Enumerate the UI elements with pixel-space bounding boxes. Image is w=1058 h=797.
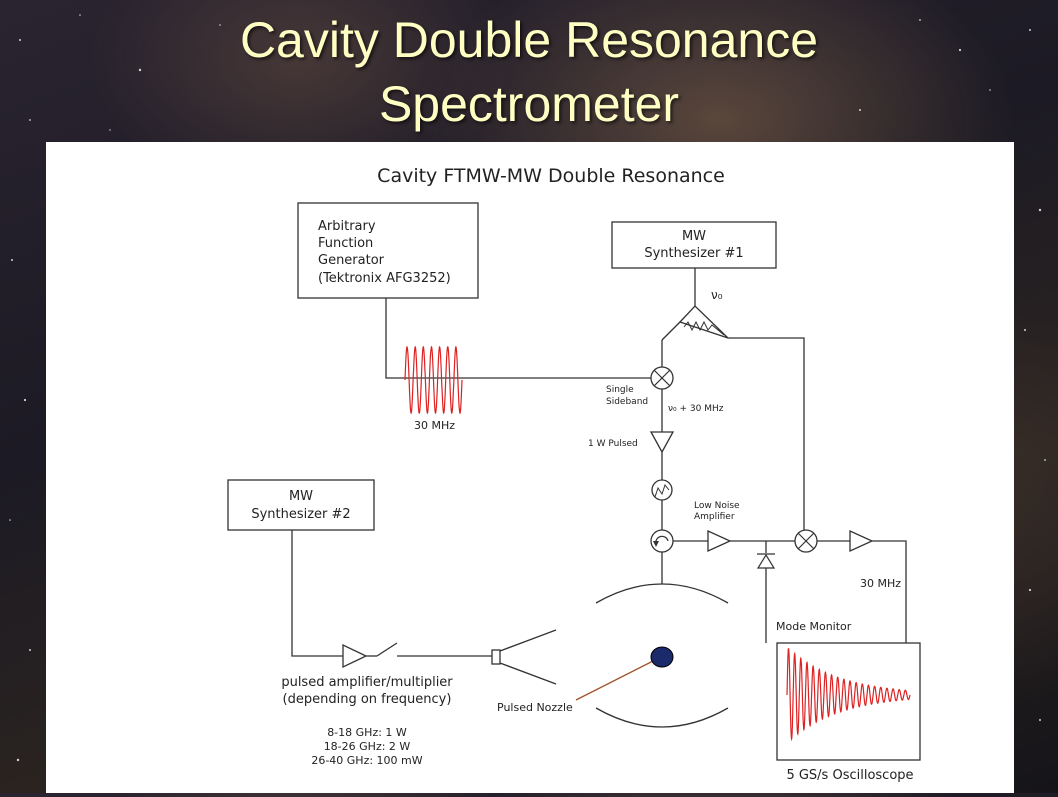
pulsed-amp-label-2: (depending on frequency)	[283, 692, 452, 707]
slide-title: Cavity Double Resonance Spectrometer	[0, 8, 1058, 136]
slide-title-line1: Cavity Double Resonance	[239, 12, 819, 68]
pulsed-amplifier-multiplier-icon	[342, 643, 368, 669]
downconversion-mixer-icon	[794, 529, 818, 553]
synth2-line1: MW	[289, 489, 313, 504]
power-spec-1: 8-18 GHz: 1 W	[327, 726, 407, 739]
if-amplifier-icon	[849, 529, 874, 553]
diagram-title: Cavity FTMW-MW Double Resonance	[377, 165, 725, 187]
freq-30mhz-out-label: 30 MHz	[860, 577, 901, 590]
oscilloscope-label: 5 GS/s Oscilloscope	[786, 768, 913, 783]
afg-line2: Function	[318, 236, 373, 251]
afg-line4: (Tektronix AFG3252)	[318, 271, 451, 286]
wiring	[291, 268, 907, 685]
cavity-mirror-bottom	[595, 707, 729, 728]
pulsed-amp-label-1: pulsed amplifier/multiplier	[281, 675, 453, 690]
freq-30mhz-afg-label: 30 MHz	[414, 419, 455, 432]
lna-label-1: Low Noise	[694, 501, 740, 511]
afg-line1: Arbitrary	[318, 219, 376, 234]
diagram-panel: Cavity FTMW-MW Double Resonance	[46, 142, 1014, 793]
afg-30mhz-burst-trace	[404, 345, 463, 415]
synth2-box: MW Synthesizer #2	[227, 479, 375, 531]
nozzle-rod	[575, 659, 656, 701]
single-sideband-mixer-icon	[650, 366, 674, 390]
power-spec-3: 26-40 GHz: 100 mW	[311, 754, 422, 767]
nu0-plus-label: ν₀ + 30 MHz	[668, 404, 724, 414]
synth1-line1: MW	[682, 229, 706, 244]
fid-signal-trace	[786, 648, 911, 742]
synth1-box: MW Synthesizer #1	[611, 221, 777, 269]
low-noise-amplifier-icon	[707, 529, 732, 553]
circulator-icon	[650, 529, 674, 553]
mode-monitor-diode-icon	[756, 553, 776, 569]
afg-line3: Generator	[318, 253, 385, 268]
pulsed-amplifier-1w-icon	[649, 431, 675, 454]
cavity-mirror-top	[595, 583, 729, 604]
attenuator-icon	[651, 479, 673, 501]
nu0-label: ν₀	[711, 288, 723, 302]
power-splitter-icon	[678, 305, 729, 339]
block-diagram: Cavity FTMW-MW Double Resonance	[227, 165, 921, 783]
pulsed-nozzle-label: Pulsed Nozzle	[497, 701, 573, 714]
synth1-line2: Synthesizer #1	[644, 246, 743, 261]
afg-box: Arbitrary Function Generator (Tektronix …	[297, 202, 479, 299]
pulsed-nozzle-icon	[650, 646, 674, 668]
mode-monitor-label: Mode Monitor	[776, 620, 852, 633]
single-sideband-label-1: Single	[606, 385, 634, 395]
synth2-line2: Synthesizer #2	[251, 507, 350, 522]
slide-title-line2: Spectrometer	[378, 76, 680, 132]
single-sideband-label-2: Sideband	[606, 397, 648, 407]
lna-label-2: Amplifier	[694, 512, 735, 522]
pulsed-1w-label: 1 W Pulsed	[588, 439, 638, 449]
power-spec-2: 18-26 GHz: 2 W	[324, 740, 411, 753]
